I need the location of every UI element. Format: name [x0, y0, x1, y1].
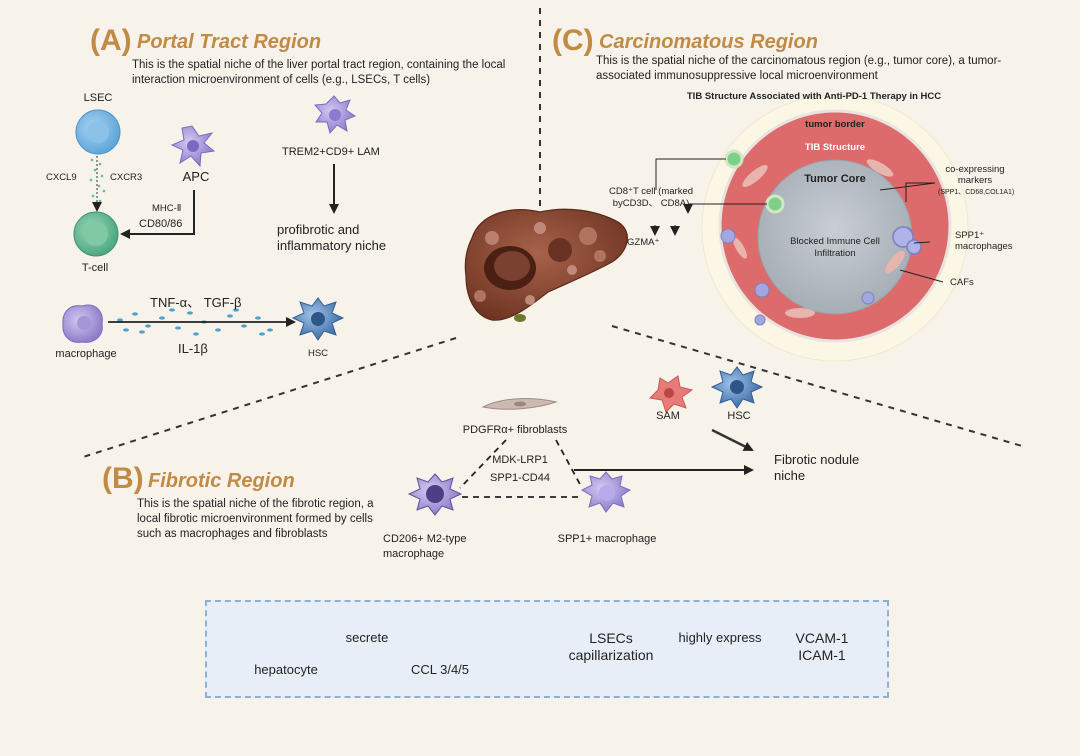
apc-cell-icon — [170, 125, 216, 168]
tumor-leader-lines — [650, 158, 944, 283]
section-b-letter: (B) — [102, 462, 144, 495]
section-a-letter: (A) — [90, 24, 132, 57]
cxcl9-label: CXCL9 — [46, 172, 77, 183]
fibrotic-nodule-label: Fibrotic nodule niche — [774, 452, 860, 483]
pdgfra-label: PDGFRα+ fibroblasts — [462, 424, 568, 436]
fibroblast-icon — [481, 398, 558, 410]
profibrotic-label: profibrotic and inflammatory niche — [277, 222, 387, 253]
tib-structure-label: TIB Structure — [804, 142, 866, 153]
lsec-label: LSEC — [83, 92, 113, 104]
vcam-label: VCAM-1 — [795, 630, 849, 646]
cafs-label: CAFs — [950, 277, 974, 288]
mhc-label: MHC-Ⅱ — [152, 203, 182, 214]
summary-box — [205, 600, 889, 698]
mdk-label: MDK-LRP1 — [492, 454, 548, 466]
hsc-b-cell-icon — [710, 366, 764, 409]
cd80-label: CD80/86 — [139, 218, 183, 230]
sam-cell-icon — [648, 375, 694, 413]
secrete-label: secrete — [345, 630, 389, 645]
tumor-section-icon — [701, 94, 969, 362]
section-b-description: This is the spatial niche of the fibroti… — [137, 498, 374, 540]
section-c-letter: (C) — [552, 24, 594, 57]
il1b-label: IL-1β — [178, 341, 208, 356]
icam-label: ICAM-1 — [798, 647, 846, 663]
spp1-macrophage-label: SPP1+ macrophage — [557, 533, 657, 545]
section-c-description: This is the spatial niche of the carcino… — [596, 55, 1002, 82]
tnf-label: TNF-α、 TGF-β — [150, 295, 242, 310]
lam-cell-icon — [313, 95, 357, 135]
lsecs-capillarization-label: LSECs capillarization — [568, 630, 654, 663]
hepatocyte-label: hepatocyte — [254, 662, 318, 677]
divider-lines — [79, 8, 1023, 459]
cd8-tcell-icon — [724, 149, 785, 214]
highly-express-label: highly express — [678, 630, 762, 645]
spp1-macrophages-label: SPP1⁺ macrophages — [955, 230, 1013, 252]
sam-label: SAM — [656, 410, 680, 422]
section-b-title: Fibrotic Region — [148, 470, 295, 492]
hsc-b-label: HSC — [727, 410, 751, 422]
tumor-border-label: tumor border — [805, 119, 865, 130]
hsc-cell-icon — [291, 297, 345, 341]
apc-to-tcell-arrow — [120, 190, 195, 239]
apc-label: APC — [182, 169, 210, 184]
cxcl9-dots-icon — [89, 158, 106, 203]
ccl-label: CCL 3/4/5 — [410, 662, 470, 677]
trem2-label: TREM2+CD9+ LAM — [282, 146, 380, 158]
macrophage-cell-icon — [62, 304, 103, 343]
spp1-macrophage-icon — [580, 471, 632, 513]
cxcr3-label: CXCR3 — [110, 172, 143, 183]
cells-to-nodule-arrow — [711, 428, 754, 452]
tib-title: TIB Structure Associated with Anti-PD-1 … — [686, 91, 942, 102]
tumor-core-label: Tumor Core — [804, 173, 866, 185]
coexpress-label: co-expressing markers — [945, 164, 1005, 186]
macrophage-label: macrophage — [55, 348, 117, 360]
cd8-label: CD8⁺T cell (marked byCD3D、 CD8A) — [608, 186, 694, 209]
coexpress-markers-label: (SPP1、CD68,COL1A1) — [938, 189, 1015, 196]
gzma-label: GZMA⁺ — [627, 237, 660, 248]
section-c-title: Carcinomatous Region — [599, 31, 818, 53]
hsc-a-label: HSC — [307, 348, 329, 359]
spp1-macrophage-cluster-icon — [892, 226, 922, 255]
cd206-label: CD206+ M2-type macrophage — [383, 533, 467, 560]
blocked-label: Blocked Immune Cell Infiltration — [790, 236, 880, 259]
interaction-triangle — [459, 439, 583, 498]
section-a-description: This is the spatial niche of the liver p… — [132, 59, 506, 86]
lsec-cell-icon — [75, 109, 121, 155]
liver-icon — [464, 208, 628, 322]
spp1cd44-label: SPP1-CD44 — [490, 472, 550, 484]
section-a-title: Portal Tract Region — [137, 31, 322, 53]
tcell-icon — [73, 211, 119, 257]
tcell-label: T-cell — [81, 262, 109, 274]
m2-macrophage-icon — [407, 473, 463, 516]
